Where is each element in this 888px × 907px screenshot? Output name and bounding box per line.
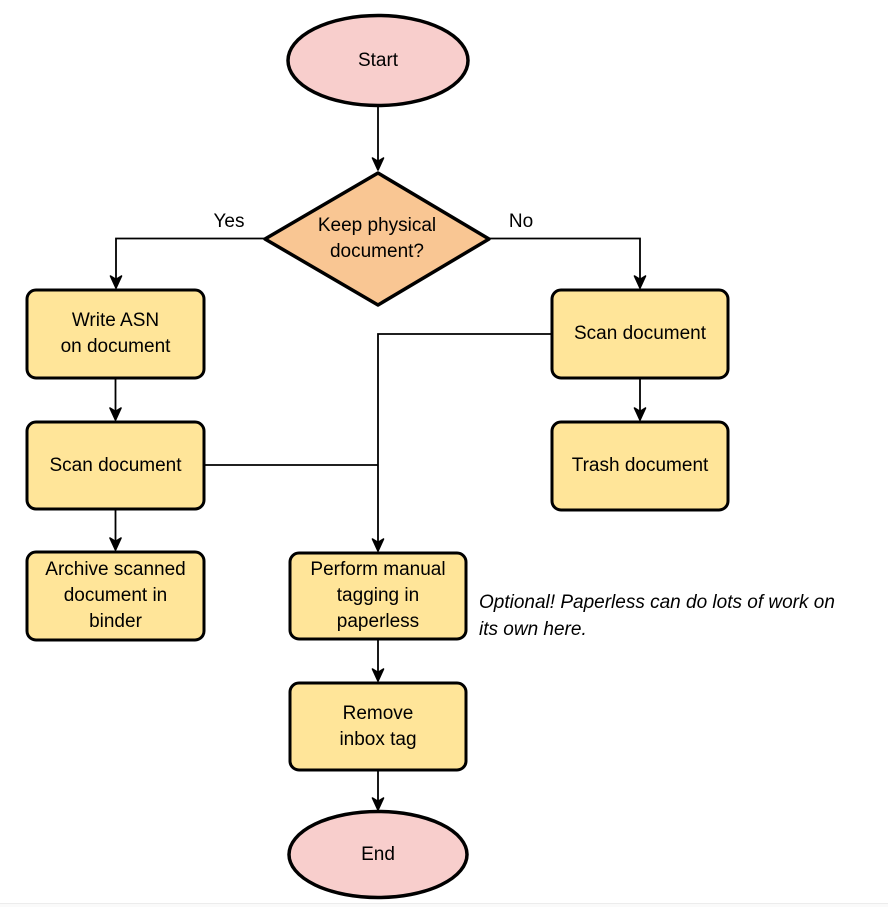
yes-edge-label: Yes [213,211,245,232]
scan-document-right-node [550,288,730,380]
optional-annotation: Optional! Paperless can do lots of work … [479,592,835,640]
no-edge-label: No [508,211,534,232]
write-asn-node [25,288,206,380]
trash-document-node [550,420,730,512]
edge-decision-no [489,237,647,289]
start-node [286,13,470,108]
edge-scanright-to-tagging [371,333,552,552]
end-node [287,809,469,900]
decision-node [263,171,491,307]
scan-document-left-node [25,420,206,511]
archive-node [25,550,206,642]
remove-inbox-tag-node [288,681,468,772]
edge-decision-yes [109,237,265,289]
bottom-divider [0,903,888,907]
manual-tagging-node [288,551,468,641]
